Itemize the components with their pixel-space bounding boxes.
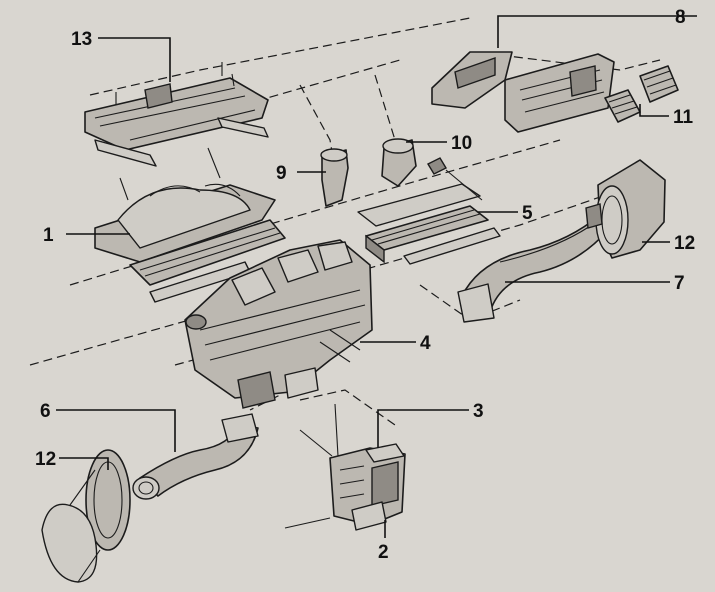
callout-12-left: 12 xyxy=(35,449,56,470)
callout-11: 11 xyxy=(673,107,694,128)
callout-1: 1 xyxy=(43,225,54,246)
callout-12-right: 12 xyxy=(674,233,695,254)
part-11-vent-grilles xyxy=(604,65,679,123)
callout-4: 4 xyxy=(420,333,431,354)
callout-labels: 13 8 9 10 1 5 11 12 7 4 6 12 3 2 xyxy=(35,7,695,563)
part-5-filter xyxy=(357,157,501,265)
part-2-resistor xyxy=(284,501,387,531)
callout-7: 7 xyxy=(674,273,685,294)
part-8-side-vent-duct xyxy=(431,51,615,133)
part-1-distribution-housing xyxy=(94,147,286,303)
part-10-connector xyxy=(381,138,417,187)
part-12-right-bezel xyxy=(585,159,666,259)
callout-2: 2 xyxy=(378,542,389,563)
part-3-control-module xyxy=(299,403,406,526)
callout-13: 13 xyxy=(71,29,92,50)
part-13-defroster-duct xyxy=(84,62,269,167)
callout-8: 8 xyxy=(675,7,686,28)
part-12-left-bezel xyxy=(41,449,131,583)
part-7-right-duct xyxy=(457,214,609,323)
leader-lines xyxy=(56,15,697,538)
part-6-left-duct xyxy=(132,413,259,500)
part-4-heater-unit xyxy=(184,239,373,409)
callout-10: 10 xyxy=(451,133,472,154)
callout-3: 3 xyxy=(473,401,484,422)
part-9-connector xyxy=(320,148,349,207)
callout-5: 5 xyxy=(522,203,533,224)
callout-9: 9 xyxy=(276,163,287,184)
callout-6: 6 xyxy=(40,401,51,422)
